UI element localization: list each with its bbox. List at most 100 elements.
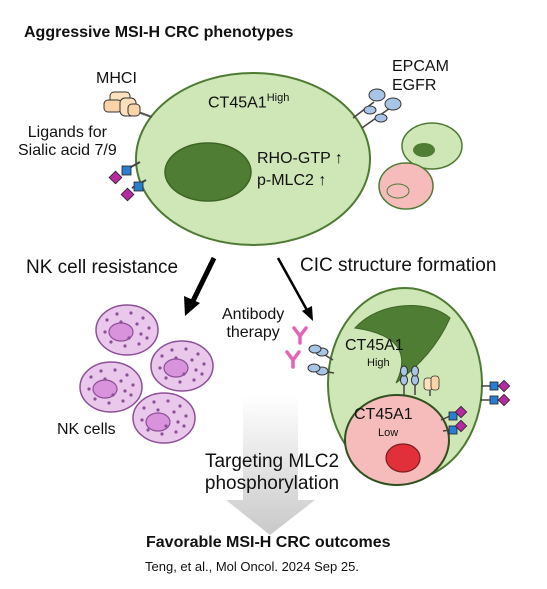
nk-cell-1 [95,304,159,356]
nk-granule [156,408,160,412]
nk-granule [121,399,125,403]
egfr-receptor-icon [361,97,402,129]
nk-granule [172,410,176,414]
nk-granule [137,342,141,346]
antibody-icon-2 [285,350,301,369]
arrow-to-nk-resistance [184,256,217,316]
egfr-label: EGFR [392,77,437,94]
arrow-to-cic [276,257,313,321]
ligands-label-line2: Sialic acid 7/9 [18,142,117,160]
nk-granule [202,362,206,366]
nk-granule [129,311,133,315]
nk-granule [182,424,186,428]
nk-granule [113,368,117,372]
cic-inner-cell [344,394,450,486]
nk-granule [107,401,111,405]
nk-granule [146,428,150,432]
nk-granule [129,393,133,397]
ct45-main-label: CT45A1High [208,92,289,113]
ligands-label-line1: Ligands for [27,124,107,141]
nk-granule [125,373,129,377]
nk-granule [174,430,178,434]
nk-granule [196,352,200,356]
nk-granule [127,336,131,340]
p-mlc2-label: p-MLC2 ↑ [257,172,327,189]
nk-granule [182,372,186,376]
sialic-ligand-icon-1 [108,161,141,185]
nk-granule [141,316,145,320]
citation: Teng, et al., Mol Oncol. 2024 Sep 25. [145,559,359,574]
targeting-label-line2: phosphorylation [204,472,340,494]
nk-granule [89,375,93,379]
antibody-icon-1 [292,326,308,345]
main-cancer-cell [135,72,371,246]
ligands-label: Ligands for Sialic acid 7/9 [18,124,117,161]
ct45-low-sublabel: Low [378,427,399,439]
rho-gtp-label: RHO-GTP ↑ [257,150,343,167]
ct45-high-label: CT45A1 [345,337,404,354]
nk-granule [109,340,113,344]
nk-granule [190,358,194,362]
nk-granule [184,414,188,418]
nk-granule [142,406,146,410]
nk-granule [164,376,168,380]
nk-granule [135,322,139,326]
nk-granule [170,348,174,352]
nk-granule [164,424,168,428]
nk-granule [131,383,135,387]
nk-cell-3 [79,361,143,413]
diagram-title: Aggressive MSI-H CRC phenotypes [24,24,294,41]
ct45-main-superscript: High [266,92,290,104]
antibody-label-line2: therapy [226,324,280,342]
nk-granule [178,404,182,408]
small-green-cell [401,122,463,170]
mhci-receptor-icon [103,91,153,118]
ct45-main-text: CT45A1 [208,94,267,112]
nk-granule [160,432,164,436]
nk-cell-4 [132,392,196,444]
nk-granule [166,399,170,403]
nk-granule [123,344,127,348]
mhci-label: MHCI [96,70,137,87]
nk-granule [93,397,97,401]
nk-granules [87,311,206,436]
cic-formation-label: CIC structure formation [300,255,497,276]
nk-granule [152,400,156,404]
inner-sialic-icon-1 [440,405,468,421]
cic-crescent-nucleus [354,305,451,384]
epcam-label: EPCAM [392,58,449,75]
nk-granule [115,312,119,316]
nk-cell-2 [150,340,214,392]
cic-receptor-icon-1 [308,344,334,361]
nk-granule [103,330,107,334]
nk-resistance-label: NK cell resistance [26,257,179,278]
inner-sialic-icon-2 [442,419,468,435]
nk-granule [119,320,123,324]
sialic-ligand-icon-2 [120,179,147,202]
nk-cells-label: NK cells [57,421,116,438]
nk-granule [119,379,123,383]
nk-granule [200,372,204,376]
ct45-high-sublabel: High [367,357,390,369]
nk-granule [123,389,127,393]
nk-granule [103,377,107,381]
nk-granule [87,387,91,391]
nk-granule [147,326,151,330]
nk-granule [160,354,164,358]
nk-granule [139,332,143,336]
outcome-label: Favorable MSI-H CRC outcomes [146,534,391,551]
targeting-label-line1: Targeting MLC2 [204,451,340,472]
nk-granule [105,318,109,322]
nk-granule [192,378,196,382]
nk-granule [158,366,162,370]
cic-receptor-icon-2 [307,363,335,376]
targeting-arrow [226,395,315,535]
nk-granule [99,369,103,373]
nk-granule [184,347,188,351]
nk-granule [174,356,178,360]
outer-sialic-icon-2 [480,393,511,407]
nk-granule [140,418,144,422]
ct45-low-label: CT45A1 [354,406,413,423]
nk-granule [111,393,115,397]
antibody-label-line1: Antibody [222,306,285,323]
